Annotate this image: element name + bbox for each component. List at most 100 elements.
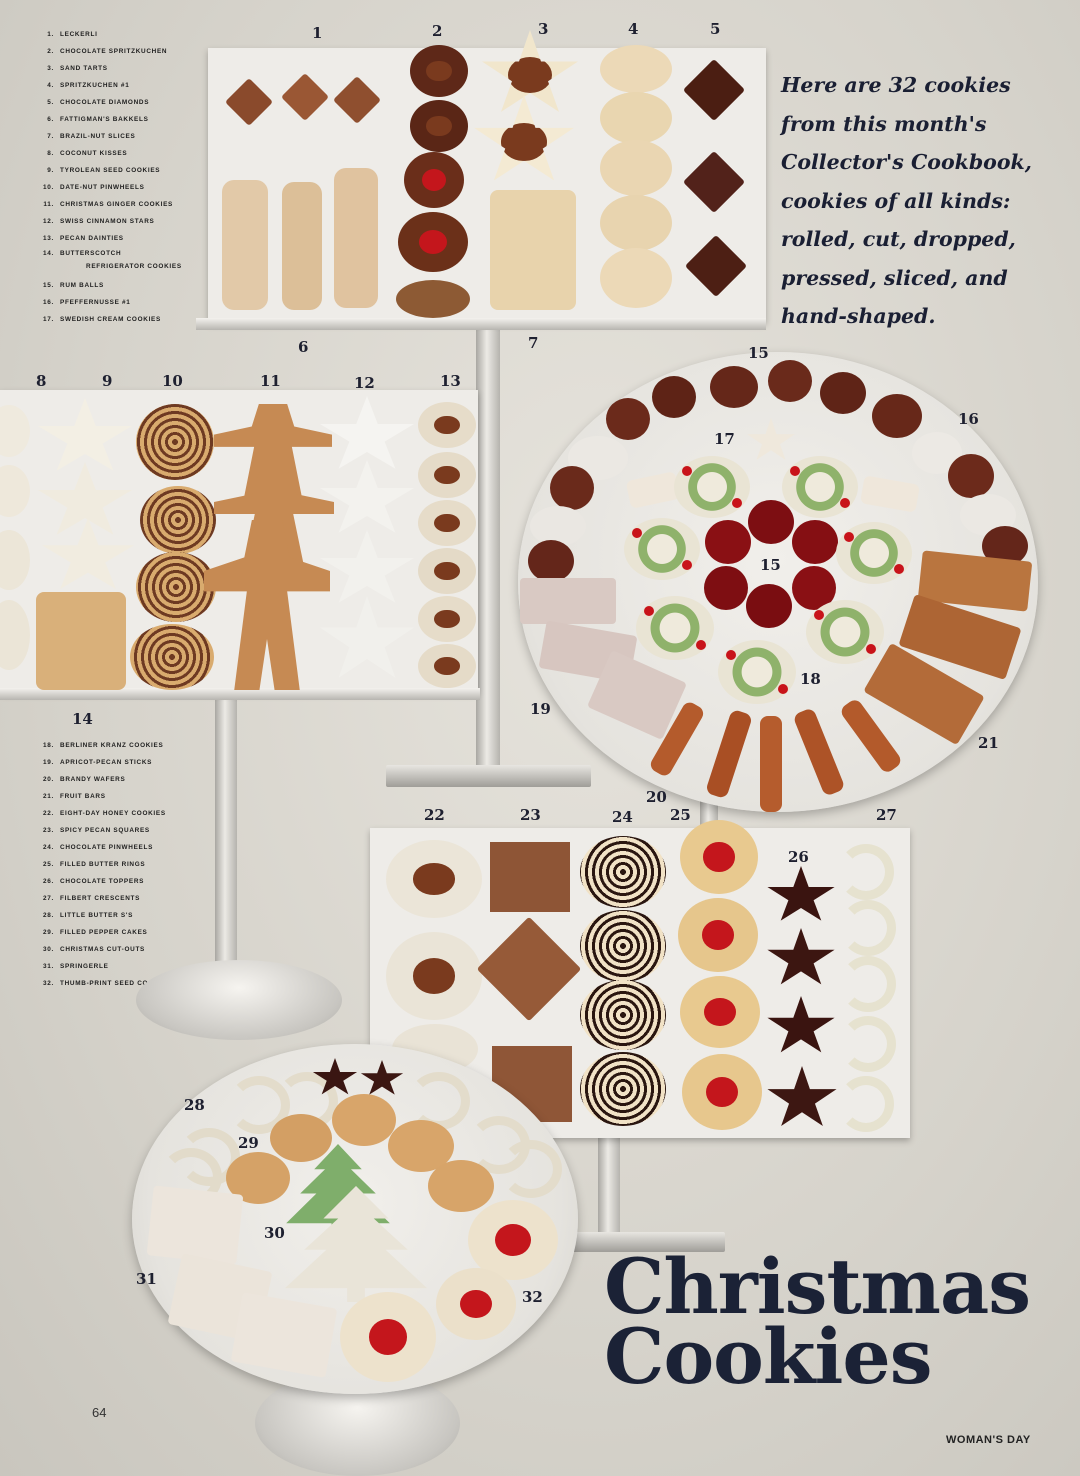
- recipe-name: FILLED BUTTER RINGS: [60, 861, 146, 868]
- date-nut-pinwheel: [130, 624, 214, 690]
- recipe-name: THUMB-PRINT SEED COOKIES: [60, 980, 172, 987]
- recipe-name: DATE-NUT PINWHEELS: [60, 184, 145, 191]
- stand-base-left: [136, 960, 342, 1040]
- label-4: 4: [628, 20, 639, 38]
- date-nut-pinwheel: [136, 404, 214, 480]
- label-2: 2: [432, 22, 443, 40]
- apricot-pecan-stick: [520, 578, 616, 624]
- recipe-number: 4.: [47, 82, 54, 89]
- recipe-index-item: 10. DATE-NUT PINWHEELS: [38, 179, 182, 196]
- pepper-cake: [332, 1094, 396, 1146]
- brandy-wafer: [760, 716, 782, 812]
- pecan-square: [490, 842, 570, 912]
- rum-ball: [606, 398, 650, 440]
- stand-pole-left: [215, 700, 237, 990]
- recipe-number: 30.: [43, 946, 54, 953]
- recipe-name: SWISS CINNAMON STARS: [60, 218, 155, 225]
- rum-ball-center: [705, 520, 751, 564]
- rum-ball: [550, 466, 594, 510]
- recipe-index-item: 16.PFEFFERNUSSE #1: [38, 294, 182, 311]
- label-16: 16: [958, 410, 979, 428]
- label-8: 8: [36, 372, 47, 390]
- recipe-index-item: 31.SPRINGERLE: [38, 958, 172, 975]
- chocolate-pinwheel: [580, 910, 666, 982]
- stand-foot-center: [386, 765, 591, 787]
- recipe-name: FILBERT CRESCENTS: [60, 895, 141, 902]
- tray-middle-edge: [0, 688, 480, 700]
- recipe-name: COCONUT KISSES: [60, 150, 128, 157]
- berliner-kranz-cookie: [674, 456, 750, 518]
- recipe-name: BRAZIL-NUT SLICES: [60, 133, 136, 140]
- magazine-name: WOMAN'S DAY: [946, 1434, 1031, 1446]
- recipe-number: 1.: [47, 31, 54, 38]
- recipe-name: CHOCOLATE PINWHEELS: [60, 844, 154, 851]
- recipe-index-item: 29.FILLED PEPPER CAKES: [38, 924, 172, 941]
- label-12: 12: [354, 374, 375, 392]
- label-26: 26: [788, 848, 809, 866]
- recipe-name: SPICY PECAN SQUARES: [60, 827, 150, 834]
- recipe-name: CHRISTMAS CUT-OUTS: [60, 946, 146, 953]
- chocolate-pinwheel: [580, 836, 666, 908]
- stand-foot-right: [560, 1232, 725, 1252]
- label-15-top: 15: [748, 344, 769, 362]
- chocolate-pinwheel: [580, 980, 666, 1050]
- chocolate-spritzkuchen: [410, 45, 468, 97]
- title-line-1: Christmas: [604, 1242, 1031, 1331]
- recipe-number: 14.: [43, 250, 54, 257]
- bakkels-cookie: [222, 180, 268, 310]
- label-1: 1: [312, 24, 323, 42]
- label-3: 3: [538, 20, 549, 38]
- label-14: 14: [72, 710, 93, 728]
- recipe-number: 11.: [43, 201, 54, 208]
- recipe-index-item: 5.CHOCOLATE DIAMONDS: [38, 94, 182, 111]
- spritzkuchen-cookie: [600, 195, 672, 251]
- recipe-number: 31.: [43, 963, 54, 970]
- recipe-name: RUM BALLS: [60, 282, 104, 289]
- chocolate-spritzkuchen: [398, 212, 468, 272]
- recipe-number: 29.: [43, 929, 54, 936]
- recipe-index-item: 24.CHOCOLATE PINWHEELS: [38, 839, 172, 856]
- pecan-dainty: [418, 500, 476, 546]
- honey-cookie: [386, 840, 482, 918]
- bakkels-cookie: [282, 182, 322, 310]
- recipe-name: TYROLEAN SEED COOKIES: [60, 167, 161, 174]
- recipe-number: 20.: [43, 776, 54, 783]
- label-13: 13: [440, 372, 461, 390]
- pecan-dainty: [418, 548, 476, 594]
- recipe-name: PECAN DAINTIES: [60, 235, 124, 242]
- pecan-dainty: [418, 402, 476, 448]
- recipe-index-item: 23.SPICY PECAN SQUARES: [38, 822, 172, 839]
- recipe-number: 15.: [43, 282, 54, 289]
- label-11: 11: [260, 372, 281, 390]
- filbert-crescent: [840, 1016, 896, 1072]
- recipe-number: 10.: [43, 184, 54, 191]
- berliner-kranz-cookie: [782, 456, 858, 518]
- thumbprint-seed-cookie: [468, 1200, 558, 1280]
- label-17: 17: [714, 430, 735, 448]
- label-15-center: 15: [760, 556, 781, 574]
- recipe-name: FRUIT BARS: [60, 793, 106, 800]
- intro-blurb: Here are 32 cookies from this month's Co…: [781, 73, 1032, 328]
- pfeffernusse: [530, 506, 586, 546]
- label-19: 19: [530, 700, 551, 718]
- thumbprint-seed-cookie: [340, 1292, 436, 1382]
- butterscotch-cookie: [36, 592, 126, 690]
- filbert-crescent: [838, 1076, 894, 1132]
- filled-butter-ring: [680, 820, 758, 894]
- recipe-number: 2.: [47, 48, 54, 55]
- rum-ball-center: [746, 584, 792, 628]
- recipe-index-item: 28.LITTLE BUTTER S'S: [38, 907, 172, 924]
- filled-butter-ring: [680, 976, 760, 1048]
- recipe-number: 22.: [43, 810, 54, 817]
- label-32: 32: [522, 1288, 543, 1306]
- rum-ball-center: [704, 566, 748, 610]
- recipe-index-item: 21.FRUIT BARS: [38, 788, 172, 805]
- recipe-name: SWEDISH CREAM COOKIES: [60, 316, 161, 323]
- recipe-index-item: 13.PECAN DAINTIES: [38, 230, 182, 247]
- recipe-number: 28.: [43, 912, 54, 919]
- recipe-index-item: 9.TYROLEAN SEED COOKIES: [38, 162, 182, 179]
- honey-cookie: [386, 932, 482, 1020]
